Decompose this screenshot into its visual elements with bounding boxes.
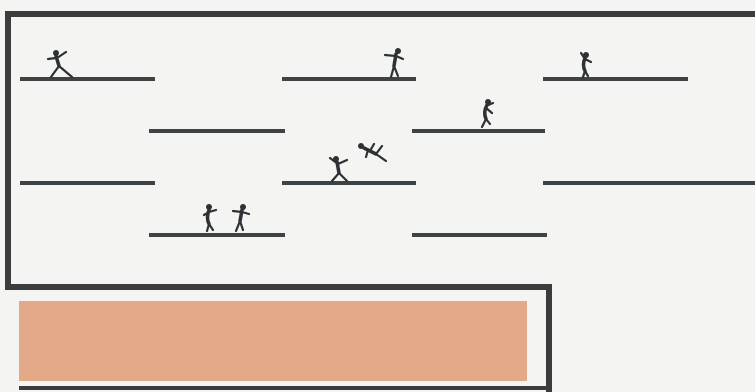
leaping-figure-icon	[581, 52, 591, 77]
leaping-figure-icon	[330, 156, 347, 181]
tumbling-figure-icon	[358, 143, 386, 161]
leaping-figure-icon	[48, 50, 72, 77]
leaping-figure-icon	[482, 99, 493, 127]
salmon-panel	[19, 301, 527, 381]
leaping-figure-icon	[385, 48, 403, 77]
leaping-figure-icon	[204, 204, 216, 231]
leaping-figure-icon	[233, 204, 249, 231]
